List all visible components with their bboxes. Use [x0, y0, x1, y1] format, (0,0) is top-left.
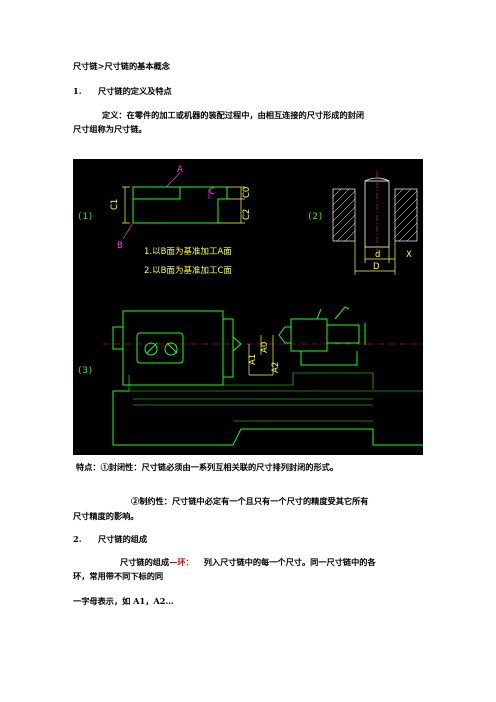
lathe-drawing: [103, 306, 423, 446]
label-c: C: [209, 187, 215, 197]
label-c1: C1: [110, 199, 120, 210]
label-x: X: [406, 250, 412, 260]
label-a2: A2: [271, 362, 281, 373]
fig-label-1: (1): [77, 212, 93, 222]
section2-number: 2.: [73, 534, 82, 544]
features-line2: ②制约性：尺寸链中必定有一个且只有一个尺寸的精度受其它所有: [131, 496, 369, 506]
composition-ring: —环：: [169, 557, 194, 567]
composition-line3: 一字母表示，如 A1，A2…: [73, 596, 174, 606]
label-d: d: [375, 250, 380, 260]
section1-title: 尺寸链的定义及特点: [98, 86, 172, 96]
tailstock-base: [300, 351, 358, 366]
definition-line2: 尺寸组称为尺寸链。: [73, 124, 147, 134]
label-c0: C0: [242, 187, 252, 198]
composition-line1: 尺寸链的组成—环： 列入尺寸链中的每一个尺寸。同一尺寸链中的各: [120, 557, 376, 568]
dim-a-lines: [248, 335, 274, 376]
leader-b: [122, 222, 134, 240]
headstock: [122, 310, 224, 386]
fig-label-2: (2): [307, 212, 323, 222]
label-D: D: [373, 262, 380, 272]
shaft-break: [364, 177, 390, 182]
features-line1: 特点：①封闭性：尺寸链必须由一系列互相关联的尺寸排列封闭的形式。: [76, 462, 339, 472]
section1-number: 1.: [73, 86, 82, 96]
bore-left-hatch: [332, 188, 356, 242]
fig-label-3: (3): [77, 366, 93, 376]
leader-a: [165, 172, 181, 188]
features-line3: 尺寸精度的影响。: [73, 511, 139, 521]
lathe-bed: [112, 390, 423, 446]
label-a: A: [177, 165, 183, 175]
definition-line1: 定义：在零件的加工或机器的装配过程中，由相互连接的尺寸形成的封闭: [102, 110, 365, 120]
control-knob-1: [144, 342, 158, 356]
section2-title: 尺寸链的组成: [98, 534, 148, 544]
label-b: B: [117, 241, 123, 251]
dim-c1-line: [122, 186, 130, 224]
note-2: 2.以B面为基准加工C面: [144, 265, 232, 276]
shaft: [364, 180, 390, 248]
control-knob-2: [164, 342, 178, 356]
label-c2: C2: [242, 209, 252, 220]
composition-line2: 环，常用带不同下标的同: [73, 571, 164, 581]
note-1: 1.以B面为基准加工A面: [144, 246, 232, 257]
composition-prefix: 尺寸链的组成: [120, 557, 170, 567]
dim-d-x-D-lines: [354, 241, 396, 275]
composition-rest: 列入尺寸链中的每一个尺寸。同一尺寸链中的各: [203, 557, 376, 567]
dimension-chain-figure: (1) A C B C1 C0 C2 1.以B面为基准加工A面 2.以B面为基准…: [73, 159, 423, 455]
label-a0: A0: [260, 342, 270, 353]
tailstock-center: [278, 326, 291, 344]
part-step: [132, 187, 181, 200]
label-a1: A1: [248, 354, 258, 365]
page-heading: 尺寸链>尺寸链的基本概念: [73, 61, 170, 71]
bore-right-hatch: [394, 188, 418, 242]
tailstock: [290, 318, 328, 352]
dim-c0-c2-lines: [218, 186, 245, 224]
figure-drawing: (1) A C B C1 C0 C2 1.以B面为基准加工A面 2.以B面为基准…: [77, 165, 423, 446]
control-panel: [136, 332, 184, 364]
